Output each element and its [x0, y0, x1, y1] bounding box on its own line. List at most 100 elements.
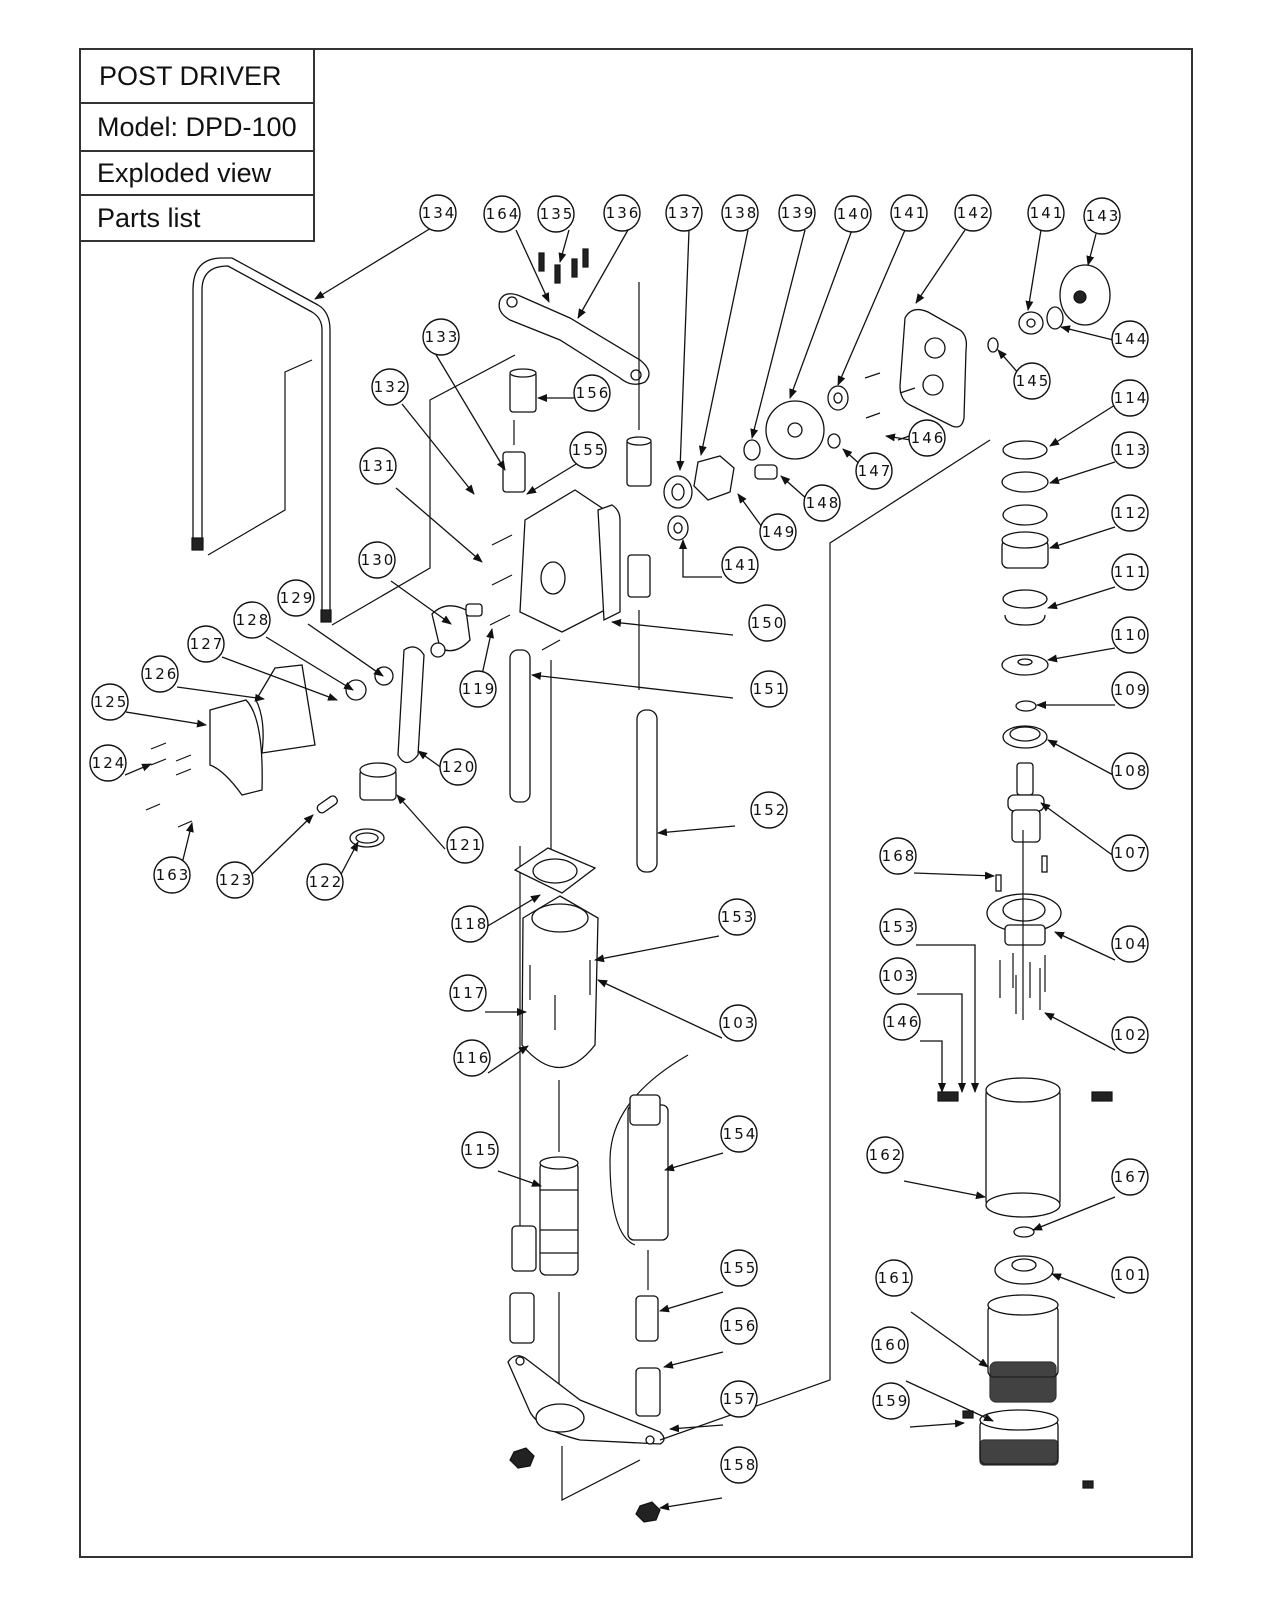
callout-circle	[721, 546, 759, 584]
callout-159: 159	[872, 1382, 910, 1420]
callout-label: 102	[1114, 1026, 1149, 1044]
callout-label: 148	[806, 494, 841, 512]
title-product: POST DRIVER	[79, 48, 315, 104]
part-clutch	[987, 264, 1111, 353]
callout-label: 111	[1114, 563, 1149, 581]
callout-circle	[358, 541, 396, 579]
callout-circle	[750, 670, 788, 708]
callout-label: 114	[1114, 389, 1149, 407]
callout-111: 111	[1111, 553, 1149, 591]
callout-label: 149	[762, 523, 797, 541]
callout-label: 150	[751, 614, 786, 632]
callout-133: 133	[422, 318, 460, 356]
callout-label: 155	[723, 1259, 758, 1277]
callout-label: 162	[869, 1146, 904, 1164]
callout-126: 126	[141, 655, 179, 693]
callout-label: 146	[911, 429, 946, 447]
callout-circle	[879, 837, 917, 875]
callout-label: 127	[190, 635, 225, 653]
part-lower-housing	[513, 847, 599, 1068]
callout-128: 128	[233, 601, 271, 639]
callout-123: 123	[216, 861, 254, 899]
callout-label: 137	[668, 204, 703, 222]
callout-113: 113	[1111, 431, 1149, 469]
callout-167: 167	[1111, 1158, 1149, 1196]
callout-circle	[875, 1259, 913, 1297]
callout-label: 146	[886, 1013, 921, 1031]
callout-label: 158	[723, 1456, 758, 1474]
callout-label: 119	[462, 680, 497, 698]
callout-161: 161	[875, 1259, 913, 1297]
callout-circle	[1111, 671, 1149, 709]
callout-141: 141	[1027, 194, 1065, 232]
callout-150: 150	[748, 604, 786, 642]
callout-circle	[1111, 494, 1149, 532]
callout-label: 131	[362, 457, 397, 475]
part-cylinder-sleeve	[509, 1080, 661, 1417]
callout-162: 162	[866, 1136, 904, 1174]
leader-lines	[124, 224, 1116, 1511]
callout-label: 108	[1114, 762, 1149, 780]
part-gearbox-housing	[519, 489, 621, 633]
callout-label: 116	[456, 1049, 491, 1067]
callout-103: 103	[879, 957, 917, 995]
callout-label: 167	[1114, 1168, 1149, 1186]
callout-circle	[153, 856, 191, 894]
callout-circle	[720, 1446, 758, 1484]
callout-168: 168	[879, 837, 917, 875]
callout-110: 110	[1111, 616, 1149, 654]
part-handle	[191, 257, 516, 626]
callout-104: 104	[1111, 925, 1149, 963]
callout-label: 152	[753, 801, 788, 819]
callout-label: 156	[723, 1317, 758, 1335]
callout-155: 155	[720, 1249, 758, 1287]
callout-158: 158	[720, 1446, 758, 1484]
callout-circle	[1111, 431, 1149, 469]
callout-circle	[439, 748, 477, 786]
callout-148: 148	[803, 484, 841, 522]
callout-114: 114	[1111, 379, 1149, 417]
callout-label: 164	[486, 205, 521, 223]
callout-155: 155	[569, 431, 607, 469]
callout-circle	[461, 1131, 499, 1169]
callout-143: 143	[1083, 197, 1121, 235]
callout-circle	[483, 195, 521, 233]
callout-circle	[883, 1003, 921, 1041]
callout-label: 140	[837, 205, 872, 223]
callout-circle	[748, 604, 786, 642]
callout-label: 134	[422, 204, 457, 222]
callout-label: 155	[572, 441, 607, 459]
callout-circle	[277, 579, 315, 617]
callout-circle	[1111, 1256, 1149, 1294]
callout-circle	[419, 194, 457, 232]
callout-circle	[537, 195, 575, 233]
callout-circle	[720, 1307, 758, 1345]
callout-label: 107	[1114, 844, 1149, 862]
callout-circle	[750, 791, 788, 829]
title-block: POST DRIVER Model: DPD-100 Exploded view…	[79, 48, 315, 242]
callout-circle	[449, 974, 487, 1012]
callout-label: 142	[957, 204, 992, 222]
callout-157: 157	[720, 1380, 758, 1418]
callout-117: 117	[449, 974, 487, 1012]
callout-circle	[216, 861, 254, 899]
callout-154: 154	[720, 1115, 758, 1153]
callout-circle	[371, 368, 409, 406]
callout-label: 110	[1114, 626, 1149, 644]
callout-circle	[1027, 194, 1065, 232]
callout-circle	[855, 452, 893, 490]
part-guide-rods	[509, 649, 658, 1230]
callout-label: 109	[1114, 681, 1149, 699]
part-piston	[316, 762, 397, 848]
callout-152: 152	[750, 791, 788, 829]
callout-circle	[834, 195, 872, 233]
callout-label: 145	[1016, 372, 1051, 390]
callout-label: 157	[723, 1390, 758, 1408]
callout-circle	[233, 601, 271, 639]
assembly-line	[659, 439, 991, 1441]
part-cover-bolts	[145, 742, 193, 828]
part-bottom-plate	[507, 1355, 665, 1523]
callout-120: 120	[439, 748, 477, 786]
callout-circle	[720, 1249, 758, 1287]
